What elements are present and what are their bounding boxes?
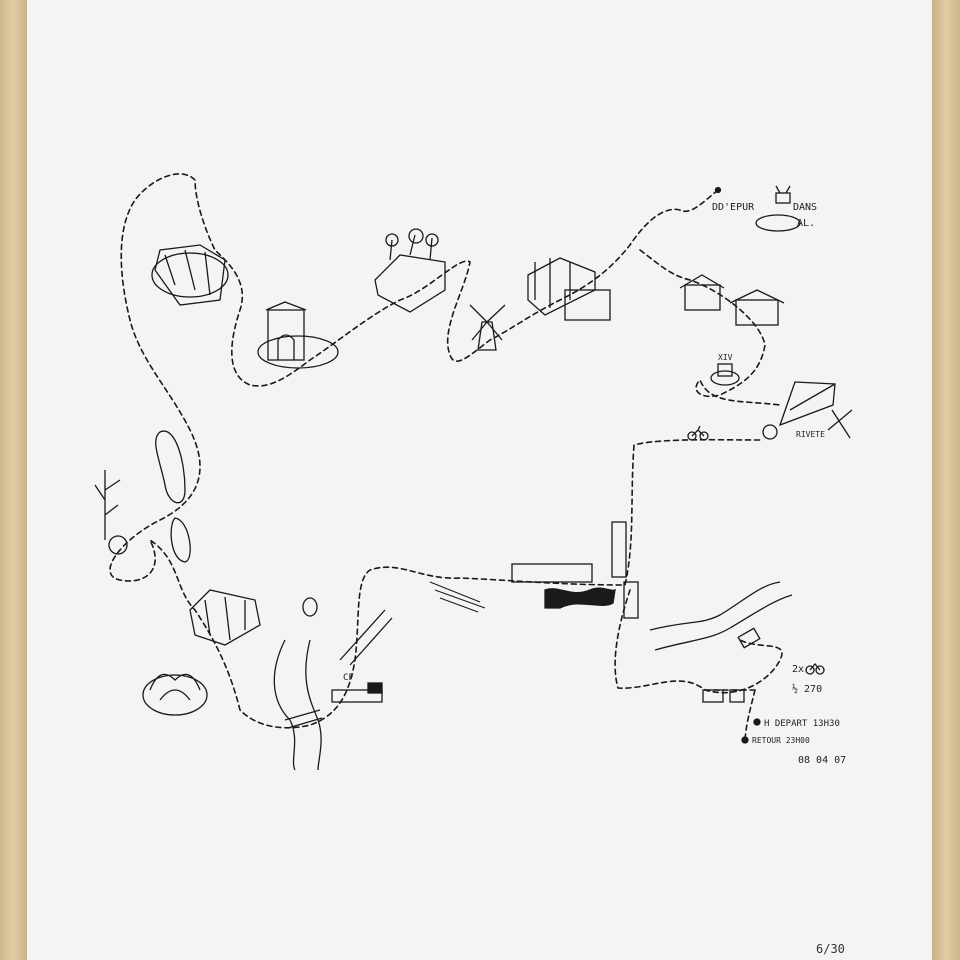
label-kite: RIVETE: [796, 430, 825, 439]
label-al: AL.: [797, 218, 815, 229]
retour-marker: [741, 736, 749, 744]
tree-sketch: [94, 470, 128, 555]
bicycle-icon: [805, 662, 825, 675]
pier-sketch: [331, 609, 393, 703]
depart-marker: [753, 718, 761, 726]
label-bike-count: 2x: [792, 664, 804, 675]
colosseum-sketch: [151, 244, 229, 306]
monument-sketch: [710, 363, 740, 386]
long-building-sketch: [511, 521, 639, 619]
tv-dish-sketch: [714, 185, 801, 232]
wooden-frame-left: [0, 0, 27, 960]
arc-de-triomphe-sketch: [257, 301, 339, 369]
bicycle-icon: [687, 425, 709, 441]
city-blocks-sketch: [527, 257, 611, 321]
south-river-sketch: [649, 581, 793, 703]
label-cf: CF: [343, 673, 354, 683]
lotus-temple-sketch: [142, 673, 208, 716]
label-depart: H DEPART 13H30: [764, 719, 840, 729]
kite-sketch: [762, 381, 853, 440]
windmill-sketch: [469, 304, 506, 351]
route-path-main: [109, 173, 761, 729]
label-date: 08 04 07: [798, 755, 846, 766]
label-retour: RETOUR 23H00: [752, 736, 810, 745]
wooden-frame-right: [932, 0, 960, 960]
stadium-sketch: [189, 589, 261, 646]
label-dans: DANS: [793, 202, 817, 213]
island-sketch: [374, 228, 446, 313]
edition-number: 6/30: [816, 942, 845, 956]
river-sketch: [273, 597, 323, 771]
label-roman-numeral: XIV: [718, 353, 733, 362]
label-price: ½ 270: [792, 683, 822, 695]
label-start: DD'EPUR: [712, 202, 755, 213]
pagoda-sketch: [679, 274, 785, 326]
garden-rows-sketch: [429, 581, 486, 613]
lakes-sketch: [155, 430, 191, 563]
paper-print: [27, 0, 932, 960]
route-path-branch-north: [639, 249, 781, 406]
